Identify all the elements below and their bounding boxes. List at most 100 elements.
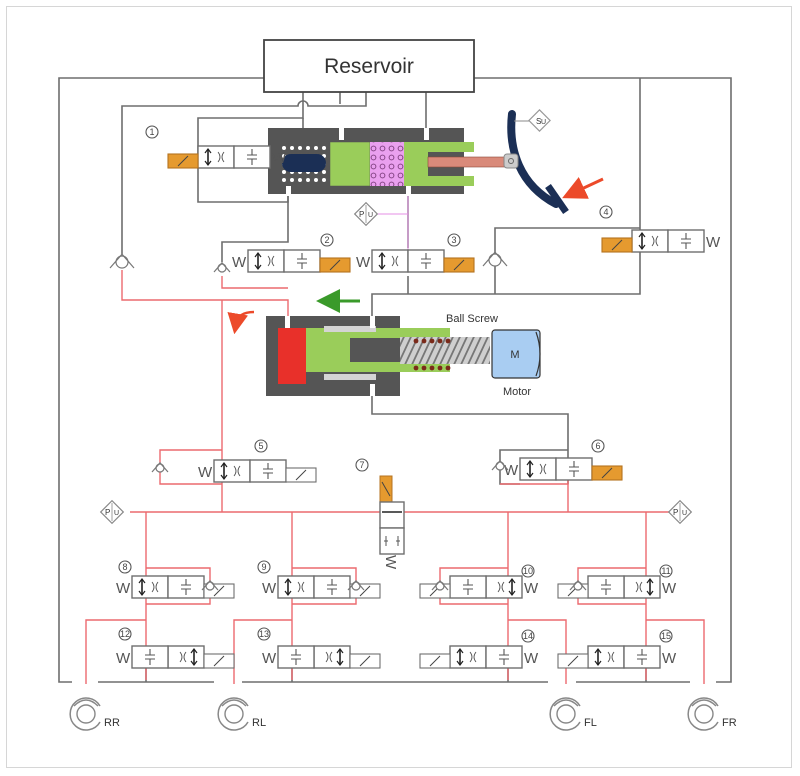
- svg-text:U: U: [368, 212, 373, 219]
- valve-number-13: 13: [257, 627, 271, 641]
- valve-4[interactable]: W: [601, 229, 721, 253]
- valve-number-2: 2: [320, 233, 334, 247]
- wheel-brake-rl: RL: [217, 697, 266, 731]
- valve-number-1: 1: [145, 125, 159, 139]
- wheel-label: FL: [584, 717, 597, 729]
- sensor-line: [378, 196, 409, 250]
- pedal-sensor-sub: U: [541, 119, 546, 126]
- valve-number-10: 10: [521, 564, 535, 578]
- svg-text:7: 7: [359, 460, 364, 470]
- svg-text:P: P: [359, 210, 364, 219]
- valve-number-7: 7: [355, 458, 369, 472]
- svg-text:6: 6: [595, 441, 600, 451]
- spring-icon: W: [356, 254, 371, 271]
- spring-icon: W: [116, 580, 131, 597]
- spring-icon: W: [262, 650, 277, 667]
- check-valve-icon: [201, 579, 219, 591]
- svg-text:13: 13: [259, 629, 269, 639]
- valve-3[interactable]: W: [356, 249, 475, 273]
- valve-number-6: 6: [591, 439, 605, 453]
- spring-icon: W: [706, 234, 721, 251]
- valve-number-11: 11: [659, 564, 673, 578]
- valve-14[interactable]: W: [419, 645, 539, 669]
- valve-8[interactable]: W: [116, 575, 235, 599]
- svg-text:4: 4: [603, 207, 608, 217]
- svg-text:2: 2: [324, 235, 329, 245]
- valve-number-4: 4: [599, 205, 613, 219]
- spring-icon: W: [524, 580, 539, 597]
- reservoir: Reservoir: [263, 39, 475, 93]
- check-valve-icon: [213, 261, 231, 273]
- svg-text:5: 5: [258, 441, 263, 451]
- valve-9[interactable]: W: [262, 575, 381, 599]
- motor-cylinder: [266, 316, 490, 396]
- valve-1[interactable]: W: [167, 145, 287, 169]
- spring-icon: W: [272, 150, 287, 167]
- svg-text:14: 14: [523, 631, 533, 641]
- pedal-travel-sensor: S U: [528, 109, 551, 132]
- valve-15[interactable]: W: [557, 645, 677, 669]
- valve-6[interactable]: W: [504, 457, 623, 481]
- wheel-label: RR: [104, 717, 120, 729]
- master-cylinder: [268, 128, 507, 196]
- valve-number-15: 15: [659, 629, 673, 643]
- wheel-brake-rr: RR: [69, 697, 120, 731]
- valve-number-5: 5: [254, 439, 268, 453]
- svg-text:15: 15: [661, 631, 671, 641]
- check-valve-icon: [109, 253, 135, 269]
- wheel-brake-fr: FR: [687, 697, 737, 731]
- valve-number-14: 14: [521, 629, 535, 643]
- valve-7[interactable]: W: [379, 475, 405, 570]
- svg-text:P: P: [105, 508, 110, 517]
- spring-icon: W: [116, 650, 131, 667]
- reservoir-label: Reservoir: [324, 55, 414, 78]
- valve-number-8: 8: [118, 560, 132, 574]
- spring-icon: W: [262, 580, 277, 597]
- check-valve-icon: [491, 459, 509, 471]
- valve-5[interactable]: W: [198, 459, 317, 483]
- valve-number-12: 12: [118, 627, 132, 641]
- motor-symbol: M: [510, 349, 519, 361]
- spring-icon: W: [382, 555, 399, 570]
- motor-label: Motor: [503, 386, 531, 398]
- brake-pedal[interactable]: [503, 110, 569, 214]
- check-valve-icon: [569, 579, 587, 591]
- spring-icon: W: [524, 650, 539, 667]
- flow-direction-arrow: [227, 310, 255, 335]
- svg-text:10: 10: [523, 566, 533, 576]
- spring-icon: W: [504, 462, 519, 479]
- svg-text:U: U: [114, 510, 119, 517]
- svg-text:12: 12: [120, 629, 130, 639]
- valve-number-9: 9: [257, 560, 271, 574]
- motor: M Motor: [491, 329, 541, 398]
- spring-icon: W: [662, 580, 677, 597]
- valve-number-3: 3: [447, 233, 461, 247]
- check-valve-icon: [151, 461, 169, 473]
- wheel-label: FR: [722, 717, 737, 729]
- pedal-force-arrow: [562, 177, 604, 199]
- ball-screw-label: Ball Screw: [446, 313, 498, 325]
- valve-12[interactable]: W: [116, 645, 235, 669]
- svg-text:8: 8: [122, 562, 127, 572]
- svg-text:P: P: [673, 508, 678, 517]
- wheel-brake-fl: FL: [549, 697, 597, 731]
- spring-icon: W: [232, 254, 247, 271]
- pedal-sensor-label: S: [536, 117, 541, 126]
- valve-10[interactable]: W: [419, 575, 539, 599]
- check-valve-icon: [347, 579, 365, 591]
- svg-text:U: U: [682, 510, 687, 517]
- check-valve-icon: [482, 251, 508, 267]
- svg-text:3: 3: [451, 235, 456, 245]
- svg-text:1: 1: [149, 127, 154, 137]
- valve-2[interactable]: W: [232, 249, 351, 273]
- spring-icon: W: [662, 650, 677, 667]
- wheel-label: RL: [252, 717, 266, 729]
- check-valve-icon: [431, 579, 449, 591]
- valve-13[interactable]: W: [262, 645, 381, 669]
- svg-text:9: 9: [261, 562, 266, 572]
- svg-text:11: 11: [661, 566, 670, 576]
